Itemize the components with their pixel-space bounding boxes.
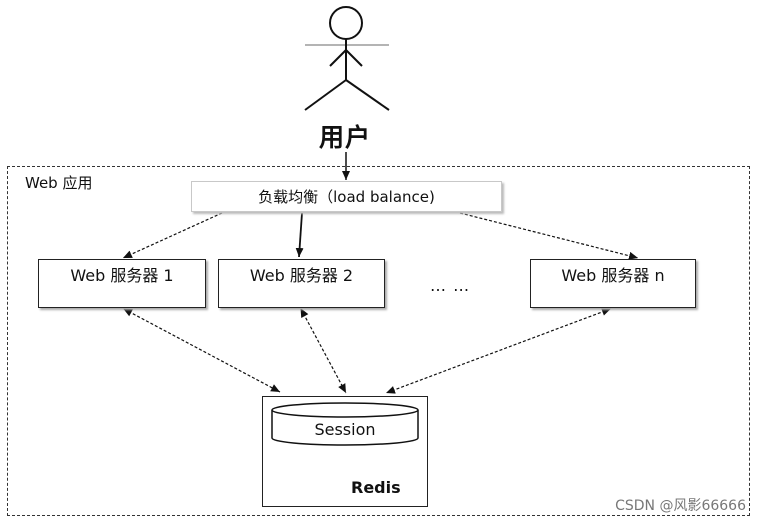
user-leg-right [345, 79, 390, 111]
arrow-lb-to-server-2 [295, 212, 304, 258]
user-arm-right [345, 49, 363, 67]
arrow-server-2-redis [300, 308, 347, 394]
user-leg-left [304, 79, 347, 111]
redis-box [262, 396, 428, 507]
user-head [329, 6, 363, 40]
web-server-n-box: Web 服务器 n [530, 259, 696, 308]
csdn-watermark: CSDN @风影66666 [615, 498, 746, 514]
user-stick-figure-icon [304, 6, 390, 111]
web-server-2-label: Web 服务器 2 [249, 265, 354, 285]
arrow-server-1-redis [123, 308, 281, 393]
redis-label: Redis [351, 478, 401, 497]
web-server-2-box: Web 服务器 2 [218, 259, 385, 308]
web-server-1-box: Web 服务器 1 [38, 259, 206, 308]
user-arm-left [329, 49, 347, 67]
web-app-boundary [7, 166, 750, 516]
arrow-lb-to-server-n [459, 212, 639, 260]
web-server-n-label: Web 服务器 n [561, 265, 665, 285]
server-ellipsis: … … [430, 276, 471, 295]
user-label: 用户 [318, 123, 371, 152]
arrow-lb-to-server-1 [122, 212, 223, 259]
web-app-label: Web 应用 [25, 174, 93, 192]
web-server-1-label: Web 服务器 1 [70, 265, 174, 285]
session-label: Session [314, 420, 376, 439]
load-balancer-label: 负载均衡（load balance) [258, 188, 435, 206]
load-balancer-box: 负载均衡（load balance) [191, 181, 502, 212]
